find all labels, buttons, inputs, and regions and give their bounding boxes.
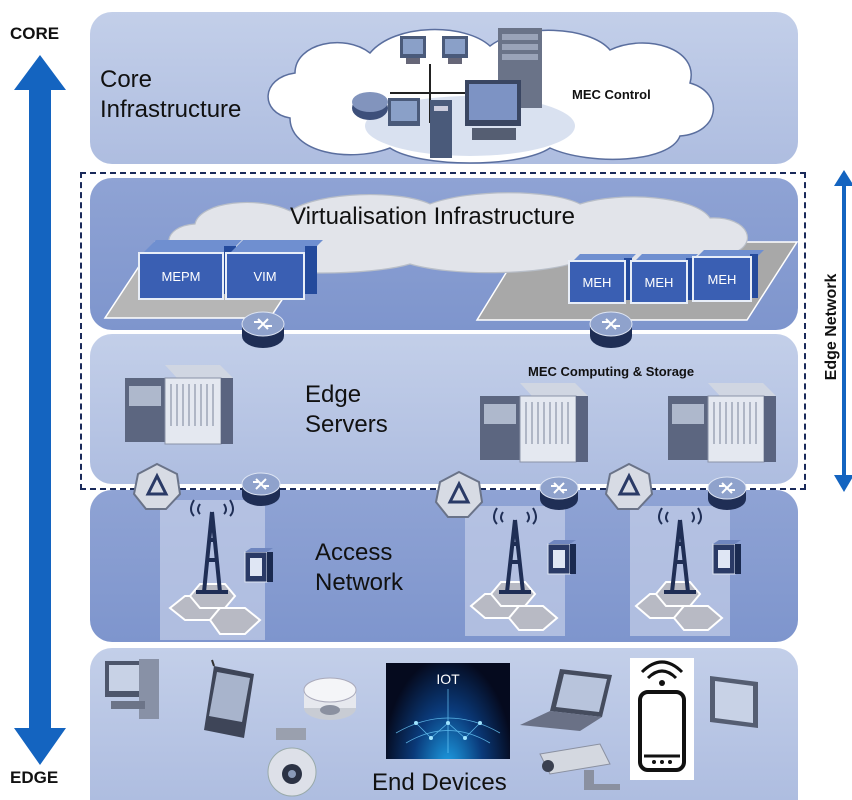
vim-label: VIM: [225, 252, 305, 300]
server-rack-icon: [668, 383, 776, 463]
vim-box: VIM: [225, 240, 323, 300]
router-icon: [589, 311, 633, 348]
access-label-line1: Access: [315, 539, 393, 566]
edge-label-line2: Servers: [305, 411, 388, 438]
edge-network-arrow: [834, 170, 852, 492]
core-edge-arrow: [14, 55, 66, 765]
edge-label: EDGE: [10, 768, 59, 787]
core-label-line2: Infrastructure: [100, 96, 242, 123]
desktop-computer-icon: [465, 80, 521, 140]
smartphone-icon: [630, 658, 694, 780]
cctv-camera-icon: [539, 743, 620, 790]
router-icon: [241, 472, 281, 506]
security-camera-icon: [267, 728, 317, 797]
mepm-box: MEPM: [138, 240, 242, 300]
router-icon: [707, 476, 747, 510]
desktop-computer-icon: [388, 98, 420, 126]
core-layer-title: Core Infrastructure: [100, 65, 241, 125]
cell-tower-icon: [160, 499, 265, 640]
desktop-pc-icon: [105, 659, 159, 719]
mepm-label: MEPM: [138, 252, 224, 300]
mec-control-label: MEC Control: [572, 87, 651, 102]
core-label-line1: Core: [100, 66, 153, 93]
desktop-computer-icon: [442, 36, 468, 64]
server-rack-icon: [125, 365, 233, 445]
end-devices-title: End Devices: [372, 769, 507, 796]
network-hub-icon: [604, 462, 654, 510]
network-hub-icon: [434, 470, 484, 518]
meh-label-1: MEH: [568, 260, 626, 304]
server-tower-icon: [430, 100, 452, 158]
edge-network-label: Edge Network: [823, 273, 840, 381]
base-station-unit-icon: [712, 540, 741, 575]
edge-servers-title: Edge Servers: [305, 380, 388, 440]
iot-network-graphic: [395, 689, 501, 753]
tablet-icon: [204, 659, 254, 738]
core-label: CORE: [10, 24, 60, 43]
virtualisation-title: Virtualisation Infrastructure: [290, 203, 576, 230]
laptop-icon: [520, 669, 612, 731]
core-computers: [352, 28, 542, 158]
meh-box-3: MEH: [692, 250, 764, 302]
base-station-unit-icon: [244, 548, 273, 583]
meh-label-3: MEH: [692, 256, 752, 302]
access-network-title: Access Network: [315, 538, 403, 598]
router-icon: [352, 92, 388, 120]
meh-label-2: MEH: [630, 260, 688, 304]
desktop-computer-icon: [400, 36, 426, 64]
base-station-unit-icon: [547, 540, 576, 575]
router-icon: [241, 311, 285, 348]
iot-image: IOT: [386, 663, 510, 759]
meh-box-2: MEH: [630, 254, 698, 304]
server-rack-icon: [480, 383, 588, 463]
access-label-line2: Network: [315, 569, 404, 596]
mec-computing-caption: MEC Computing & Storage: [528, 364, 695, 379]
smoke-detector-icon: [303, 677, 357, 720]
iot-label: IOT: [436, 671, 460, 687]
router-icon: [539, 476, 579, 510]
edge-label-line1: Edge: [305, 381, 362, 408]
monitor-icon: [710, 676, 758, 728]
network-hub-icon: [132, 462, 182, 510]
meh-box-1: MEH: [568, 254, 636, 304]
